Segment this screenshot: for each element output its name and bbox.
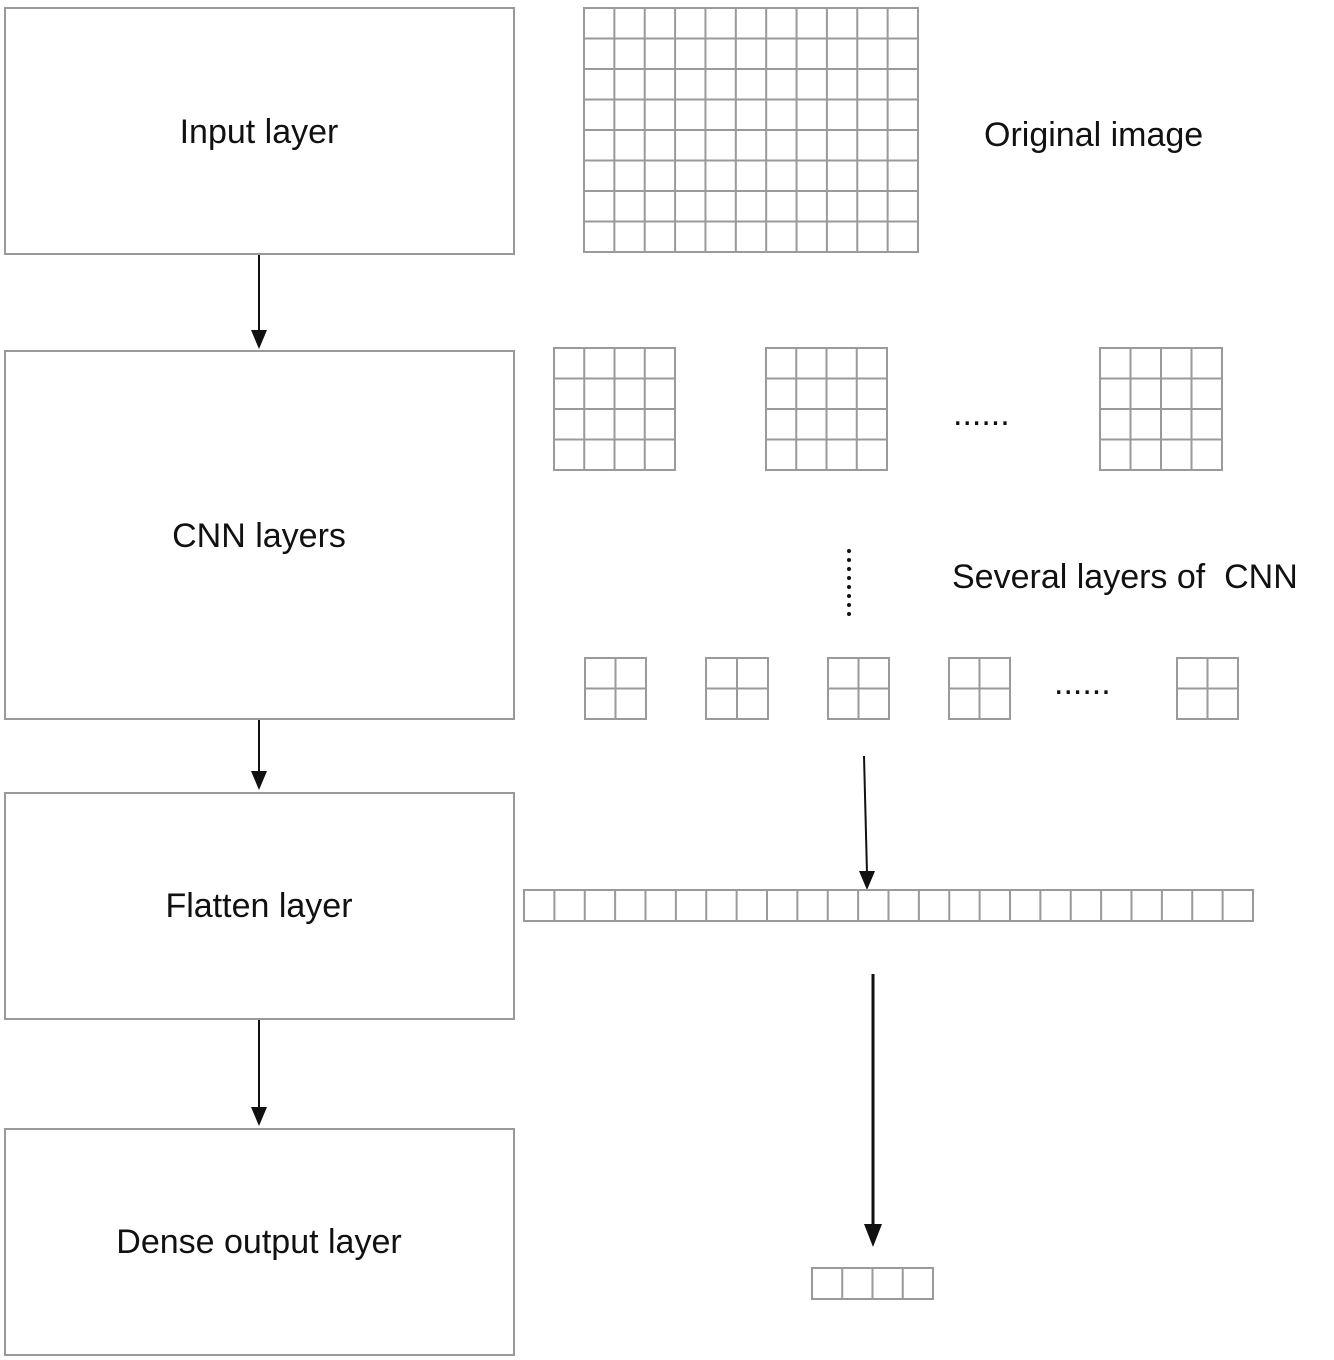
pooled-map-grid bbox=[584, 657, 647, 720]
arrow-input-to-cnn-head bbox=[251, 330, 267, 349]
flatten-layer-label: Flatten layer bbox=[165, 887, 352, 925]
vertical-dot bbox=[847, 567, 851, 571]
pooled-maps-ellipsis: ...... bbox=[1054, 664, 1111, 702]
dense-output-layer-box bbox=[4, 1128, 515, 1356]
feature-map-grid bbox=[765, 347, 888, 471]
original-image-grid bbox=[583, 7, 919, 253]
arrow-cnn-to-flatten-head bbox=[251, 771, 267, 790]
vertical-dot bbox=[847, 549, 851, 553]
pooled-map-grid bbox=[948, 657, 1011, 720]
original-image-label: Original image bbox=[984, 116, 1203, 154]
feature-map-grid bbox=[1099, 347, 1223, 471]
dense-output-layer-label: Dense output layer bbox=[116, 1223, 401, 1261]
arrow-pooled-to-vector-head bbox=[859, 871, 875, 890]
left-arrows bbox=[251, 255, 267, 1126]
arrow-vector-to-output-head bbox=[864, 1224, 882, 1247]
vertical-dot bbox=[847, 558, 851, 562]
vertical-dot bbox=[847, 594, 851, 598]
cnn-layers-box bbox=[4, 350, 515, 720]
feature-maps-ellipsis: ...... bbox=[953, 395, 1010, 433]
arrow-pooled-to-vector bbox=[863, 755, 868, 874]
pooled-map-grid bbox=[1176, 657, 1239, 720]
pooled-map-grid bbox=[827, 657, 890, 720]
vertical-ellipsis bbox=[847, 549, 851, 616]
input-layer-box bbox=[4, 7, 515, 255]
arrow-flatten-to-dense-head bbox=[251, 1107, 267, 1126]
input-layer-block: Input layer bbox=[4, 7, 515, 255]
pooled-map-grid bbox=[705, 657, 769, 720]
flatten-vector-grid bbox=[523, 889, 1254, 922]
feature-map-grid bbox=[553, 347, 676, 471]
vertical-dot bbox=[847, 603, 851, 607]
cnn-layers-block: CNN layers bbox=[4, 350, 515, 720]
cnn-layers-label: CNN layers bbox=[172, 517, 346, 555]
dense-output-layer-block: Dense output layer bbox=[4, 1128, 515, 1356]
vertical-dot bbox=[847, 585, 851, 589]
flatten-layer-box bbox=[4, 792, 515, 1020]
dense-output-vector-grid bbox=[811, 1267, 934, 1300]
several-cnn-label: Several layers of CNN bbox=[952, 558, 1298, 596]
vertical-dot bbox=[847, 576, 851, 580]
input-layer-label: Input layer bbox=[180, 113, 339, 151]
vertical-dot bbox=[847, 612, 851, 616]
flatten-layer-block: Flatten layer bbox=[4, 792, 515, 1020]
